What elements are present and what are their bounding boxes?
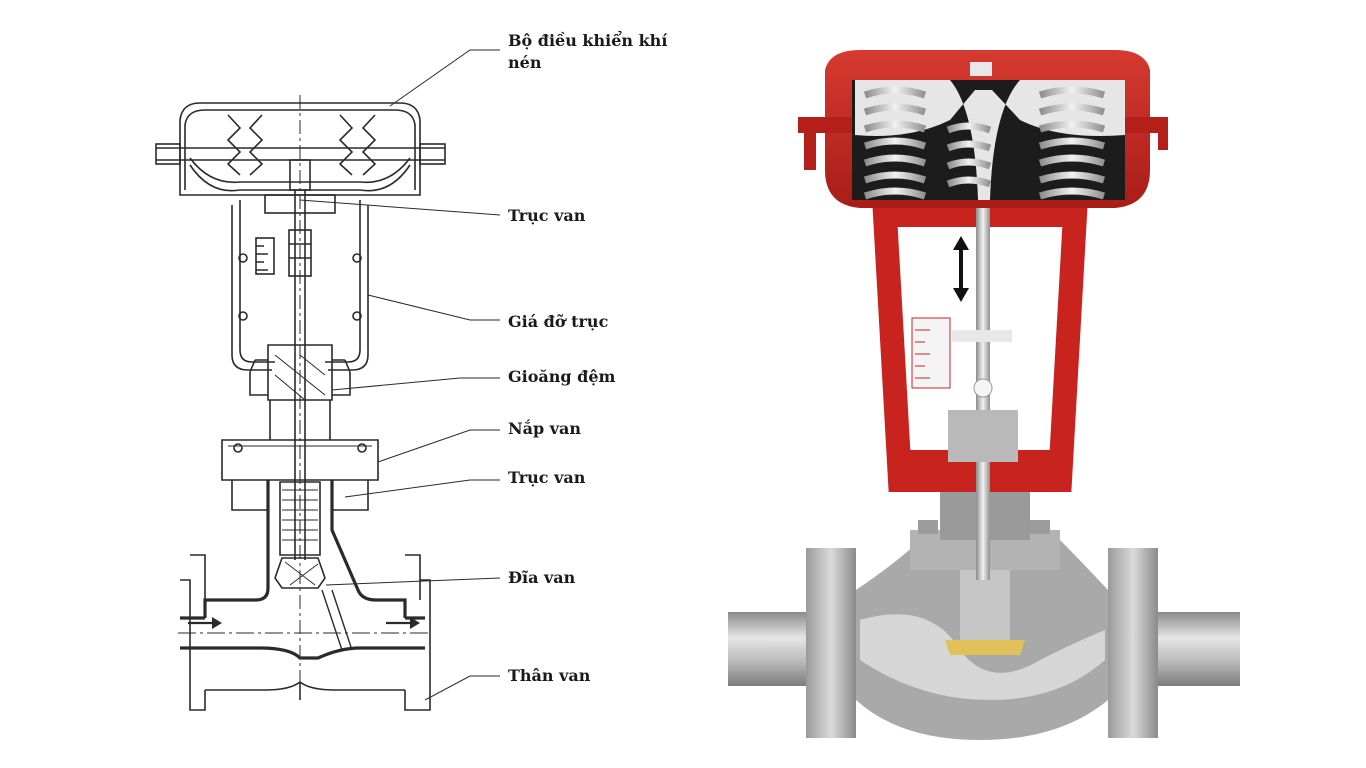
render-springs	[863, 86, 1106, 200]
label-yoke: Giá đỡ trục	[508, 312, 609, 331]
label-actuator-line1: Bộ điều khiển khí	[508, 31, 668, 50]
valve-disc	[274, 557, 326, 589]
label-actuator-line2: nén	[508, 53, 542, 72]
flange-left	[806, 548, 856, 738]
label-body: Thân van	[508, 666, 591, 685]
travel-arrow	[953, 236, 969, 302]
yoke-frame	[239, 200, 361, 363]
bellows	[279, 481, 321, 556]
label-stem-top: Trục van	[508, 206, 586, 225]
bonnet-outline	[269, 400, 331, 440]
render-seat	[945, 640, 1025, 655]
flow-arrow-out	[410, 617, 420, 629]
label-packing: Gioăng đệm	[508, 367, 616, 386]
flow-arrow-in	[212, 617, 222, 629]
packing-box	[267, 344, 333, 401]
label-stem-bottom: Trục van	[508, 468, 586, 487]
body-inner-wall	[203, 480, 270, 618]
valve-stem	[294, 190, 306, 560]
label-bonnet: Nắp van	[508, 419, 582, 438]
label-actuator: Bộ điều khiển khí nén	[508, 30, 667, 74]
actuator-springs	[226, 114, 377, 176]
valve-body-outline	[190, 554, 421, 600]
label-disc: Đĩa van	[508, 568, 576, 587]
leader-lines	[299, 49, 501, 701]
actuator-housing	[179, 102, 421, 196]
